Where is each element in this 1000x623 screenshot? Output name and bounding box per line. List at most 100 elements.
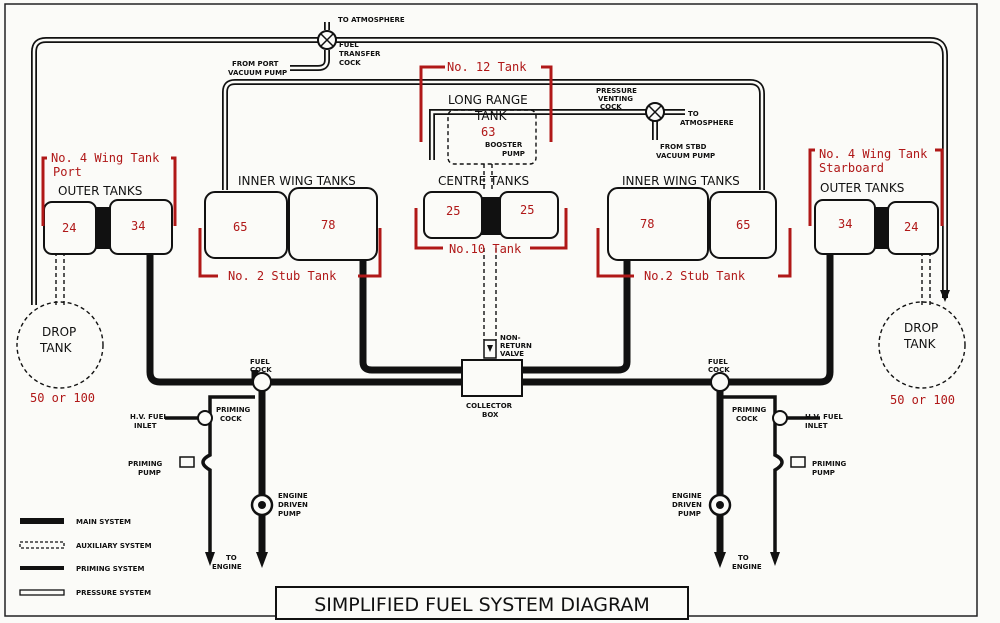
priming-pump-port-icon	[179, 456, 195, 468]
capacity-stbd-outer-a: 34	[838, 217, 852, 231]
priming-arrow-2	[770, 552, 780, 566]
annotation-no2-stbd: No.2 Stub Tank	[644, 269, 746, 283]
to-atmosphere-top-label: TO ATMOSPHERE	[338, 16, 405, 24]
annotation-drop-stbd: 50 or 100	[890, 393, 955, 407]
booster-pump-label-1: BOOSTER	[485, 141, 523, 149]
outer-tanks-port-label: OUTER TANKS	[58, 184, 142, 198]
priming-pump-stbd-label-2: PUMP	[812, 469, 835, 477]
priming-cock-port-icon	[197, 410, 213, 426]
drop-tank-port-label-1: DROP	[42, 325, 76, 339]
from-port-vacuum-label-1: FROM PORT	[232, 60, 279, 68]
title-box	[275, 586, 689, 620]
fuel-cock-stbd-icon	[710, 372, 730, 392]
priming-cock-stbd-icon	[772, 410, 788, 426]
inner-wing-tanks-stbd-label: INNER WING TANKS	[622, 174, 740, 188]
capacity-centre-a: 25	[446, 204, 460, 218]
capacity-long-range: 63	[481, 125, 495, 139]
from-stbd-vacuum-label-1: FROM STBD	[660, 143, 707, 151]
legend-priming-label: PRIMING SYSTEM	[76, 565, 144, 573]
drop-tank-stbd-label-2: TANK	[903, 337, 937, 351]
to-engine-2-label-a: TO	[738, 554, 749, 562]
fuel-cock-stbd-label-1: FUEL	[708, 358, 728, 366]
from-stbd-vacuum-label-2: VACUUM PUMP	[656, 152, 715, 160]
priming-arrow-1	[205, 552, 215, 566]
centre-tanks-label: CENTRE TANKS	[438, 174, 529, 188]
fuel-cock-port-label-2: COCK	[250, 366, 272, 374]
pressure-venting-label-3: COCK	[600, 103, 622, 111]
annotation-no4-stbd-1: No. 4 Wing Tank	[819, 147, 928, 161]
from-port-vacuum-label-2: VACUUM PUMP	[228, 69, 287, 77]
collector-box-label-2: BOX	[482, 411, 499, 419]
fuel-transfer-cock-label-3: COCK	[339, 59, 361, 67]
pressure-pipes-inner	[32, 22, 947, 305]
fuel-cock-port-icon	[252, 372, 272, 392]
priming-cock-port-label-2: COCK	[220, 415, 242, 423]
engine-pump-stbd-label-3: PUMP	[678, 510, 701, 518]
legend-pressure-label: PRESSURE SYSTEM	[76, 589, 151, 597]
non-return-valve-icon	[483, 339, 497, 359]
annotation-no4-port-2: Port	[53, 165, 82, 179]
annotation-no4-port-1: No. 4 Wing Tank	[51, 151, 160, 165]
annotation-no4-stbd-2: Starboard	[819, 161, 884, 175]
capacity-port-inner-a: 65	[233, 220, 247, 234]
drop-tank-port-label-2: TANK	[39, 341, 73, 355]
capacity-centre-b: 25	[520, 203, 534, 217]
capacity-stbd-inner-a: 78	[640, 217, 654, 231]
legend-pressure-swatch	[19, 589, 65, 596]
long-range-tank-label-2: TANK	[474, 109, 508, 123]
priming-pump-stbd-label-1: PRIMING	[812, 460, 847, 468]
fuel-cock-port-label-1: FUEL	[250, 358, 270, 366]
pressure-venting-cock-icon	[645, 102, 665, 122]
engine-pump-port-label-1: ENGINE	[278, 492, 308, 500]
main-pipes	[146, 250, 834, 552]
legend-auxiliary-swatch	[19, 541, 65, 549]
pressure-venting-label-1: PRESSURE	[596, 87, 637, 95]
collector-box-label-1: COLLECTOR	[466, 402, 513, 410]
to-engine-2-label-b: ENGINE	[732, 563, 762, 571]
to-atmosphere-right-label-2: ATMOSPHERE	[680, 119, 734, 127]
tanks	[43, 187, 939, 261]
non-return-valve-label-3: VALVE	[500, 350, 524, 358]
engine-pump-stbd-label-2: DRIVEN	[672, 501, 702, 509]
drop-tank-stbd-label-1: DROP	[904, 321, 938, 335]
legend-main-swatch	[20, 518, 64, 524]
pressure-venting-label-2: VENTING	[598, 95, 633, 103]
legend-priming-swatch	[20, 566, 64, 570]
capacity-port-outer-a: 24	[62, 221, 76, 235]
engine-pump-port-label-3: PUMP	[278, 510, 301, 518]
hv-fuel-inlet-port-label-1: H.V. FUEL	[130, 413, 168, 421]
fuel-transfer-cock-label-1: FUEL	[339, 41, 359, 49]
to-engine-1-label-a: TO	[226, 554, 237, 562]
long-range-tank-label-1: LONG RANGE	[448, 93, 528, 107]
engine-pump-stbd-label-1: ENGINE	[672, 492, 702, 500]
booster-pump-label-2: PUMP	[502, 150, 525, 158]
port-inner-tank-b	[288, 187, 378, 261]
priming-pump-port-label-2: PUMP	[138, 469, 161, 477]
outer-tanks-stbd-label: OUTER TANKS	[820, 181, 904, 195]
legend: MAIN SYSTEM AUXILIARY SYSTEM PRIMING SYS…	[19, 518, 152, 597]
priming-pump-stbd-icon	[790, 456, 806, 468]
to-engine-1-label-b: ENGINE	[212, 563, 242, 571]
non-return-valve-label-2: RETURN	[500, 342, 532, 350]
annotation-drop-port: 50 or 100	[30, 391, 95, 405]
priming-pump-port-label-1: PRIMING	[128, 460, 163, 468]
priming-cock-port-label-1: PRIMING	[216, 406, 251, 414]
pressure-arrow	[940, 290, 950, 302]
to-atmosphere-right-label-1: TO	[688, 110, 699, 118]
hv-fuel-inlet-stbd-label-2: INLET	[805, 422, 828, 430]
priming-cock-stbd-label-1: PRIMING	[732, 406, 767, 414]
hv-fuel-inlet-stbd-label-1: H.V. FUEL	[805, 413, 843, 421]
annotation-no10: No.10 Tank	[449, 242, 522, 256]
port-inner-tank-a	[204, 191, 288, 259]
engine-pump-port-label-2: DRIVEN	[278, 501, 308, 509]
stbd-inner-tank-a	[607, 187, 709, 261]
annotation-brackets	[41, 65, 944, 278]
collector-box	[461, 359, 523, 397]
inner-wing-tanks-port-label: INNER WING TANKS	[238, 174, 356, 188]
annotation-no12: No. 12 Tank	[447, 60, 527, 74]
stbd-inner-tank-b	[709, 191, 777, 259]
fuel-transfer-cock-icon	[317, 30, 337, 50]
hv-fuel-inlet-port-label-2: INLET	[134, 422, 157, 430]
capacity-stbd-inner-b: 65	[736, 218, 750, 232]
